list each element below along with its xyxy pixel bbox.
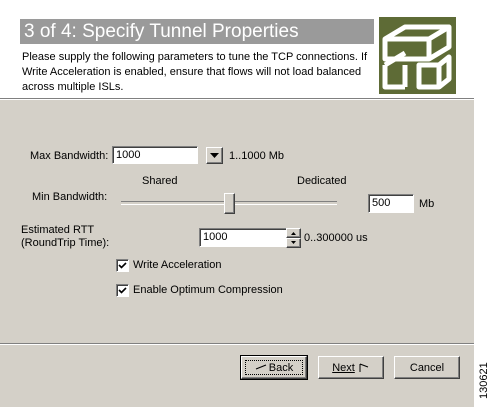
optimum-compression-label[interactable]: Enable Optimum Compression	[133, 284, 283, 296]
slider-thumb[interactable]	[224, 193, 235, 214]
checkmark-icon	[118, 262, 127, 269]
slider-left-label: Shared	[142, 175, 178, 187]
back-button-label: Back	[268, 361, 294, 374]
next-button[interactable]: Next	[318, 356, 384, 379]
header-separator	[0, 98, 474, 99]
cancel-button[interactable]: Cancel	[394, 356, 460, 379]
rtt-label-line2: (RoundTrip Time):	[21, 237, 110, 249]
next-button-label: Next	[332, 361, 355, 374]
chevron-down-icon	[210, 153, 219, 158]
wizard-description: Please supply the following parameters t…	[22, 51, 368, 93]
checkmark-icon	[118, 287, 127, 294]
rtt-spin-up-button[interactable]	[286, 228, 301, 238]
spin-down-arrow-icon	[291, 241, 296, 244]
figure-id-watermark: 130621	[478, 362, 490, 399]
wizard-title: 3 of 4: Specify Tunnel Properties	[24, 21, 299, 42]
rtt-label-line1: Estimated RTT	[21, 224, 95, 236]
write-acceleration-label[interactable]: Write Acceleration	[133, 259, 222, 271]
rtt-spin-down-button[interactable]	[286, 238, 301, 248]
cancel-button-label: Cancel	[409, 361, 445, 374]
slider-right-label: Dedicated	[297, 175, 347, 187]
rtt-range: 0..300000 us	[304, 232, 368, 244]
back-arrow-icon	[255, 364, 266, 369]
write-acceleration-checkbox[interactable]	[116, 259, 129, 272]
logo-graphic	[382, 24, 452, 90]
next-flag-icon	[359, 363, 368, 372]
min-bandwidth-input[interactable]: 500	[368, 194, 414, 213]
max-bandwidth-range: 1..1000 Mb	[229, 150, 285, 162]
max-bandwidth-label: Max Bandwidth:	[30, 150, 109, 162]
optimum-compression-checkbox[interactable]	[116, 284, 129, 297]
spin-up-arrow-icon	[291, 232, 296, 235]
footer-separator-highlight	[0, 344, 474, 345]
title-bar: 3 of 4: Specify Tunnel Properties	[20, 19, 374, 44]
min-bandwidth-slider[interactable]	[118, 192, 340, 216]
min-bandwidth-label: Min Bandwidth:	[32, 191, 108, 203]
back-button[interactable]: Back	[240, 355, 308, 380]
focus-ring	[245, 360, 303, 375]
min-bandwidth-unit: Mb	[419, 198, 435, 210]
rtt-input[interactable]: 1000	[199, 228, 287, 247]
max-bandwidth-input[interactable]: 1000	[112, 146, 198, 164]
wizard-header: 3 of 4: Specify Tunnel Properties Please…	[0, 0, 474, 98]
footer-separator	[0, 343, 474, 344]
header-separator-highlight	[0, 99, 474, 100]
wizard-dialog: 3 of 4: Specify Tunnel Properties Please…	[0, 0, 474, 407]
cisco-bridge-logo-icon	[379, 17, 456, 94]
max-bandwidth-dropdown-button[interactable]	[206, 147, 223, 164]
